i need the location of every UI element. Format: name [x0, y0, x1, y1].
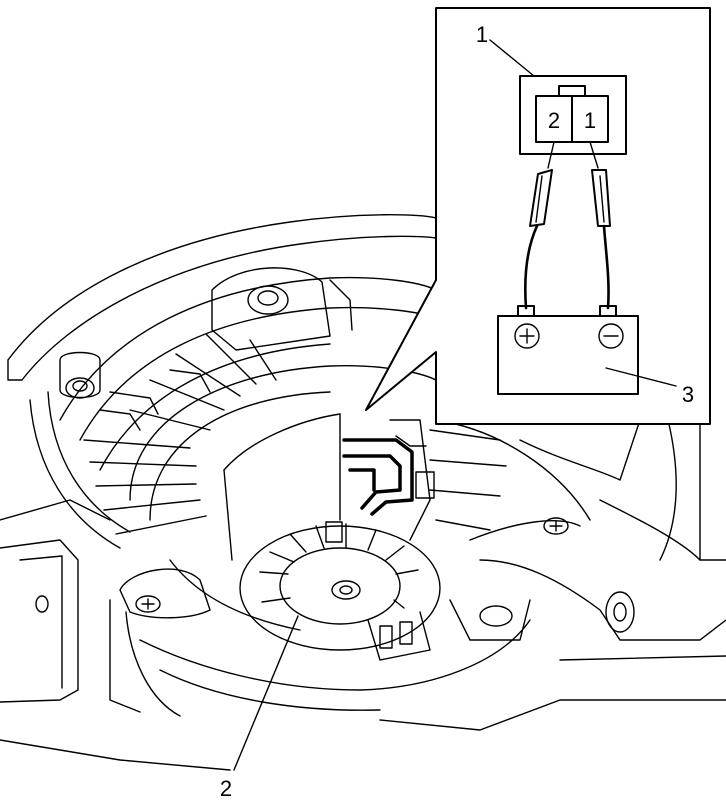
callout-blower-motor: 2: [220, 776, 232, 801]
leader-line-battery: [605, 367, 677, 387]
fan-blades: [83, 333, 507, 631]
motor-terminal-wires: [342, 435, 427, 516]
inset-callout-box: 2 1: [365, 7, 711, 425]
test-leads: [524, 141, 611, 310]
callout-battery: 3: [682, 382, 694, 407]
heater-unit-housing: [0, 214, 726, 771]
battery: [497, 305, 639, 395]
blower-motor: [223, 413, 441, 661]
connector: 2 1: [519, 75, 627, 155]
connector-pin-1-label: 1: [584, 108, 596, 133]
leader-line-blower-motor: [233, 615, 299, 771]
leader-line-connector: [489, 39, 535, 77]
connector-pin-2-label: 2: [548, 108, 560, 133]
callout-connector: 1: [476, 22, 488, 47]
